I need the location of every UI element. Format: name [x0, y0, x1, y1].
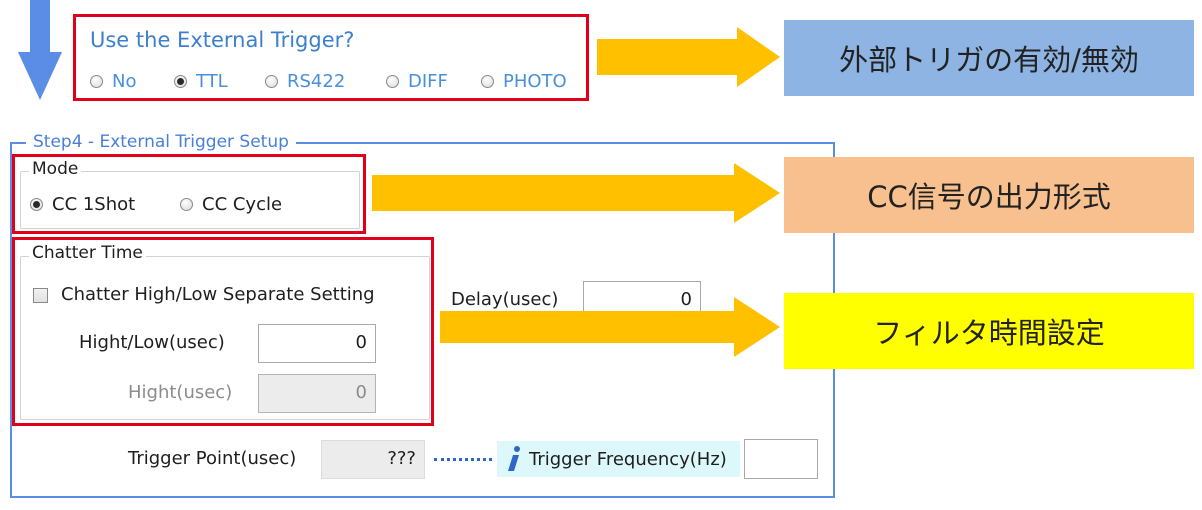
radio-selected-icon[interactable]	[174, 74, 187, 88]
chatter-title: Chatter Time	[29, 243, 146, 263]
radio-mode-cc-cycle[interactable]: CC Cycle	[180, 192, 282, 216]
radio-icon[interactable]	[386, 74, 399, 88]
trigger-frequency-label-box: Trigger Frequency(Hz)	[497, 441, 740, 477]
radio-icon[interactable]	[180, 197, 193, 211]
arrow-right-icon	[372, 163, 780, 223]
mode-title: Mode	[29, 159, 82, 179]
chatter-separate-checkbox[interactable]	[33, 288, 48, 303]
trigger-frequency-label: Trigger Frequency(Hz)	[529, 448, 727, 470]
radio-label: No	[112, 70, 137, 92]
trigger-highlight-box	[73, 14, 589, 101]
radio-trigger-diff[interactable]: DIFF	[386, 69, 448, 93]
chatter-highlight-box	[12, 237, 434, 426]
trigger-point-label: Trigger Point(usec)	[128, 448, 297, 469]
radio-mode-cc-1shot[interactable]: CC 1Shot	[30, 192, 135, 216]
arrow-right-icon	[597, 27, 780, 87]
radio-trigger-no[interactable]: No	[90, 69, 136, 93]
arrow-right-icon	[440, 297, 780, 357]
dotted-connector	[434, 458, 492, 461]
down-arrow-icon	[18, 0, 62, 100]
radio-icon[interactable]	[265, 74, 278, 88]
chatter-groupbox	[20, 256, 430, 420]
radio-label: CC 1Shot	[52, 193, 136, 215]
mode-groupbox	[20, 171, 360, 229]
delay-label: Delay(usec)	[451, 289, 559, 310]
annotation-cc-output-format: CC信号の出力形式	[784, 157, 1194, 233]
high-input[interactable]: 0	[258, 374, 376, 413]
chatter-separate-label: Chatter High/Low Separate Setting	[61, 284, 375, 305]
radio-label: PHOTO	[503, 70, 567, 92]
trigger-frequency-input[interactable]	[744, 439, 818, 479]
radio-label: DIFF	[408, 70, 448, 92]
radio-label: TTL	[196, 70, 228, 92]
radio-selected-icon[interactable]	[30, 197, 43, 211]
radio-icon[interactable]	[90, 74, 103, 88]
radio-trigger-rs422[interactable]: RS422	[265, 69, 345, 93]
radio-trigger-photo[interactable]: PHOTO	[481, 69, 567, 93]
trigger-question: Use the External Trigger?	[90, 28, 355, 52]
annotation-filter-time: フィルタ時間設定	[784, 293, 1194, 369]
info-icon	[508, 446, 520, 471]
radio-icon[interactable]	[481, 74, 494, 88]
radio-label: CC Cycle	[202, 193, 283, 215]
annotation-trigger-enable: 外部トリガの有効/無効	[784, 20, 1194, 96]
radio-label: RS422	[287, 70, 346, 92]
step4-title: Step4 - External Trigger Setup	[26, 132, 296, 152]
highlow-label: Hight/Low(usec)	[79, 332, 225, 353]
mode-highlight-box	[12, 154, 366, 234]
highlow-input[interactable]: 0	[258, 324, 376, 363]
high-label: Hight(usec)	[128, 382, 233, 403]
radio-trigger-ttl[interactable]: TTL	[174, 69, 228, 93]
trigger-point-value: ???	[321, 440, 425, 479]
